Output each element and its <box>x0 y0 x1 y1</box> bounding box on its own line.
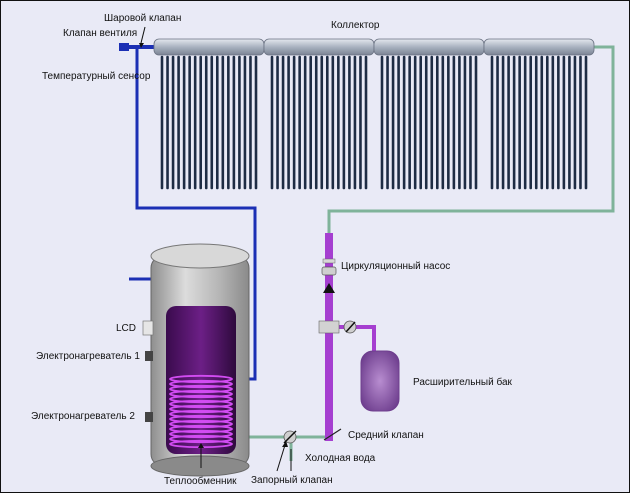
coil-ring <box>169 389 233 399</box>
cold-return-pipe <box>237 435 331 441</box>
coil-ring <box>169 419 233 429</box>
coil-ring <box>169 414 233 424</box>
coil-ring <box>169 399 233 409</box>
collector-panel <box>490 55 588 190</box>
collector-header <box>373 38 485 56</box>
label-cold-water: Холодная вода <box>305 453 376 464</box>
heater1-fitting <box>145 351 153 361</box>
coil-ring <box>169 404 233 414</box>
label-ball-valve: Шаровой клапан <box>104 13 181 24</box>
ball-valve-arrow <box>139 43 144 48</box>
coil-ring <box>169 379 233 389</box>
collector-panel <box>270 55 368 190</box>
check-valve-icon <box>323 283 335 293</box>
label-heater1: Электронагреватель 1 <box>36 351 140 362</box>
label-collector: Коллектор <box>331 20 380 31</box>
heat-exchanger-coil <box>169 374 233 449</box>
ball-valve-handle <box>345 321 356 333</box>
collector-array <box>129 38 595 190</box>
coil-ring <box>169 424 233 434</box>
coil-ring <box>169 429 233 439</box>
label-heat-exchanger: Теплообменник <box>164 475 237 487</box>
tee-fitting <box>318 320 340 334</box>
collector-header <box>263 38 375 56</box>
coil-ring <box>169 374 233 384</box>
shutoff-pointer <box>276 444 286 472</box>
pump-body <box>321 266 337 276</box>
collector-panel <box>380 55 478 190</box>
expansion-tank <box>360 350 400 412</box>
lcd-display <box>142 320 154 336</box>
collector-header <box>483 38 595 56</box>
label-valve: Клапан вентиля <box>63 28 137 39</box>
return-pipe <box>327 45 615 233</box>
shutoff-arrow <box>282 441 288 447</box>
label-temp-sensor: Температурный сенсор <box>42 71 151 82</box>
coil-ring <box>169 394 233 404</box>
collector-header <box>153 38 265 56</box>
label-lcd: LCD <box>116 323 136 334</box>
storage-tank <box>150 243 250 477</box>
label-expansion-tank: Расширительный бак <box>413 376 513 388</box>
label-shutoff-valve: Запорный клапан <box>251 475 333 486</box>
label-pump: Циркуляционный насос <box>341 261 450 272</box>
coil-ring <box>169 434 233 444</box>
valve-body <box>119 43 129 51</box>
mid-valve-marker <box>323 428 342 441</box>
ball-valve-pointer <box>140 26 146 44</box>
circulation-pipe <box>325 233 333 441</box>
pump-top-cap <box>322 258 336 264</box>
label-mid-valve: Средний клапан <box>348 430 424 441</box>
label-heater2: Электронагреватель 2 <box>31 411 135 422</box>
heat-exchanger-arrow <box>198 443 204 448</box>
collector-panel <box>160 55 258 190</box>
coil-ring <box>169 384 233 394</box>
heater2-fitting <box>145 412 153 422</box>
coil-ring <box>169 409 233 419</box>
